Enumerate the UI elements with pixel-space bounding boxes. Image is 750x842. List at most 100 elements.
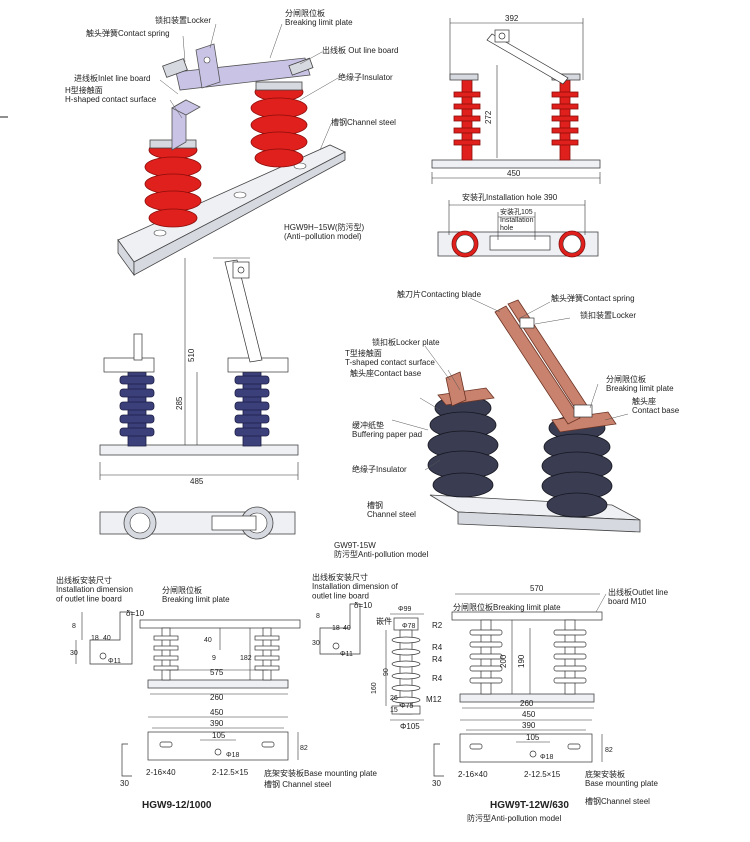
dim-392: 392: [505, 14, 519, 23]
dim-hole18-right: Φ18: [540, 754, 553, 761]
label-install-hole-390: 安装孔Installation hole 390: [462, 192, 558, 202]
dim-450: 450: [507, 169, 521, 178]
hgw9h-isometric: [117, 23, 346, 277]
dim-phi105: Φ105: [400, 722, 420, 731]
blue-elevation: [99, 257, 299, 540]
dim-phi75: Φ75: [400, 703, 413, 710]
dim-30-middle: 30: [312, 640, 320, 647]
hgw9t-12w-drawing: [451, 593, 607, 763]
label-base-plate-left: 底架安装板Base mounting plate: [264, 768, 377, 778]
gw9t-isometric: [391, 297, 641, 533]
dim-8-middle: 8: [316, 613, 320, 620]
dim-260-right: 260: [520, 699, 534, 708]
dim-hole-left: Φ11: [108, 658, 121, 665]
label-inlet-line-board: 进线板Inlet line board: [74, 73, 150, 83]
dim-slots-right: 2-16×40: [458, 770, 488, 779]
dim-485: 485: [190, 477, 204, 486]
dim-phi78: Φ78: [402, 623, 415, 630]
label-channel-steel-left: 槽钢 Channel steel: [264, 779, 331, 789]
dim-450-right: 450: [522, 710, 536, 719]
dim-570: 570: [530, 584, 544, 593]
dim-90: 90: [383, 668, 390, 676]
dim-slots2-right: 2-12.5×15: [524, 770, 561, 779]
label-breaking-limit-plate-right: 分闸限位板Breaking limit plate: [453, 602, 561, 612]
label-insert: 嵌件: [376, 616, 392, 626]
label-gw9t-contact-spring: 触头弹簧Contact spring: [551, 293, 635, 303]
caption-hgw9h: HGW9H−15W(防污型)(Anti−pollution model): [284, 222, 365, 241]
dim-30-left: 30: [120, 779, 129, 788]
dim-30-right: 30: [432, 779, 441, 788]
dim-40-left: 40: [204, 637, 212, 644]
dim-272: 272: [484, 110, 493, 124]
dim-m12: M12: [426, 695, 442, 704]
label-insulator: 绝缘子Insulator: [338, 72, 393, 82]
dim-30-outlet-left: 30: [70, 650, 78, 657]
dim-r4a: R4: [432, 643, 443, 652]
model-hgw9-12: HGW9-12/1000: [142, 800, 212, 811]
hgw9h-elevation: [431, 18, 601, 258]
hgw9-12-drawing: [75, 611, 301, 777]
label-gw9t-locker: 锁扣装置Locker: [580, 310, 636, 320]
dim-delta-left: δ=10: [126, 609, 145, 618]
dim-575-left: 575: [210, 668, 224, 677]
dim-160: 160: [371, 682, 378, 694]
dim-8-left: 8: [72, 623, 76, 630]
dim-105-right: 105: [526, 733, 540, 742]
label-gw9t-insulator: 绝缘子Insulator: [352, 464, 407, 474]
dim-hole-middle: Φ11: [340, 651, 353, 658]
middle-details: [319, 603, 444, 777]
dim-26: 26: [390, 695, 398, 702]
dim-285: 285: [175, 396, 184, 410]
label-locker: 锁扣装置Locker: [155, 15, 211, 25]
label-channel-steel: 槽钢Channel steel: [331, 117, 396, 127]
dim-slots2-left: 2-12.5×15: [212, 768, 249, 777]
dim-450-left: 450: [210, 708, 224, 717]
dim-r4c: R4: [432, 674, 443, 683]
dim-82-left: 82: [300, 745, 308, 752]
dim-15: 15: [390, 707, 398, 714]
dim-phi99: Φ99: [398, 606, 411, 613]
dim-r2: R2: [432, 621, 443, 630]
dim-delta-middle: δ=10: [354, 601, 373, 610]
dim-18-left: 18: [91, 635, 99, 642]
dim-390-left: 390: [210, 719, 224, 728]
dim-260-left: 260: [210, 693, 224, 702]
label-out-line-board: 出线板 Out line board: [322, 45, 398, 55]
dim-190: 190: [517, 654, 526, 668]
dim-hole18-left: Φ18: [226, 752, 239, 759]
label-channel-steel-right: 槽钢Channel steel: [585, 796, 650, 806]
label-contact-base-left: 触头座Contact base: [350, 368, 422, 378]
dim-200: 200: [499, 654, 508, 668]
dim-slots-left: 2-16×40: [146, 768, 176, 777]
model-hgw9t-12w: HGW9T-12W/630: [490, 800, 569, 811]
dim-82-right: 82: [605, 747, 613, 754]
submodel-anti-pollution: 防污型Anti-pollution model: [467, 813, 561, 823]
dim-182-left: 182: [240, 655, 252, 662]
label-contact-spring: 触头弹簧Contact spring: [86, 28, 170, 38]
dim-r4b: R4: [432, 655, 443, 664]
dim-390-right: 390: [522, 721, 536, 730]
dim-105-left: 105: [212, 731, 226, 740]
label-locker-plate: 锁扣板Locker plate: [372, 337, 440, 347]
dim-40-outlet-left: 40: [103, 635, 111, 642]
dim-510: 510: [187, 348, 196, 362]
label-contacting-blade: 触刀片Contacting blade: [397, 289, 482, 299]
dim-40-middle: 40: [343, 625, 351, 632]
dim-18-middle: 18: [332, 625, 340, 632]
